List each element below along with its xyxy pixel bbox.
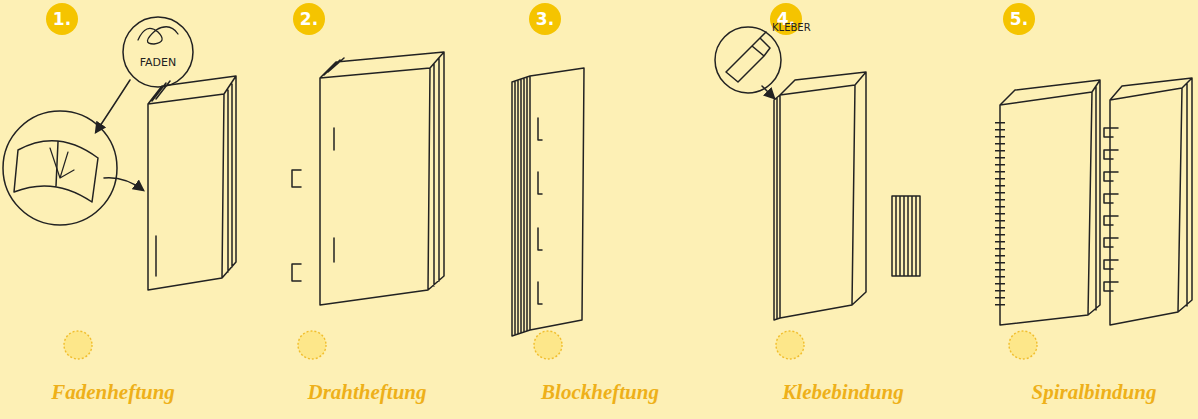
spiral-coil (995, 122, 1005, 306)
check-circle (534, 331, 562, 359)
block-sketch (512, 68, 584, 336)
pointer-arrow (96, 80, 130, 132)
callout-number: 1. (53, 9, 71, 29)
circle-shape (529, 3, 561, 35)
glue-tube-sketch (726, 32, 770, 82)
staple-symbol (292, 170, 301, 281)
booklet-sketch (320, 52, 444, 305)
binding-name: Klebebindung (782, 380, 903, 405)
binding-name: Drahtheftung (307, 380, 426, 405)
thread-sketch (50, 148, 74, 178)
book-sketch (1110, 78, 1192, 325)
check-circle (776, 331, 804, 359)
binding-name: Fadenheftung (51, 380, 175, 405)
check-circle (1009, 331, 1037, 359)
pointer-arrow (762, 86, 774, 98)
circle-shape (46, 3, 78, 35)
circle-shape (293, 3, 325, 35)
comb-binding (1104, 128, 1118, 291)
stitch-line (155, 236, 157, 276)
booklet-sketch (148, 76, 236, 290)
callout-circle: FADEN (122, 16, 194, 88)
callout-number: 3. (536, 9, 554, 29)
thread-squiggle (138, 27, 178, 44)
staple-mark (538, 118, 542, 304)
book-sketch (774, 72, 866, 320)
open-book-sketch (14, 141, 98, 202)
callout-label: KLEBER (772, 22, 811, 33)
detail-circle (715, 27, 781, 93)
callout-number: 5. (1010, 9, 1028, 29)
check-circle (64, 331, 92, 359)
binding-name: Blockheftung (541, 380, 659, 405)
step-number: 5. (1002, 2, 1036, 36)
circle-shape (123, 17, 193, 87)
step-number: 1. (45, 2, 79, 36)
callout-text: FADEN (140, 56, 177, 69)
circle-outline (122, 16, 194, 88)
step-number: 3. (528, 2, 562, 36)
circle-shape (1003, 3, 1035, 35)
detail-circle (3, 111, 117, 225)
callout-number: 2. (300, 9, 318, 29)
check-circle (298, 331, 326, 359)
spine-strip (892, 196, 920, 276)
pointer-arrow (104, 178, 143, 190)
staple-mark (333, 128, 335, 262)
step-number: 2. (292, 2, 326, 36)
binding-name: Spiralbindung (1032, 380, 1157, 405)
book-sketch (1000, 80, 1100, 325)
